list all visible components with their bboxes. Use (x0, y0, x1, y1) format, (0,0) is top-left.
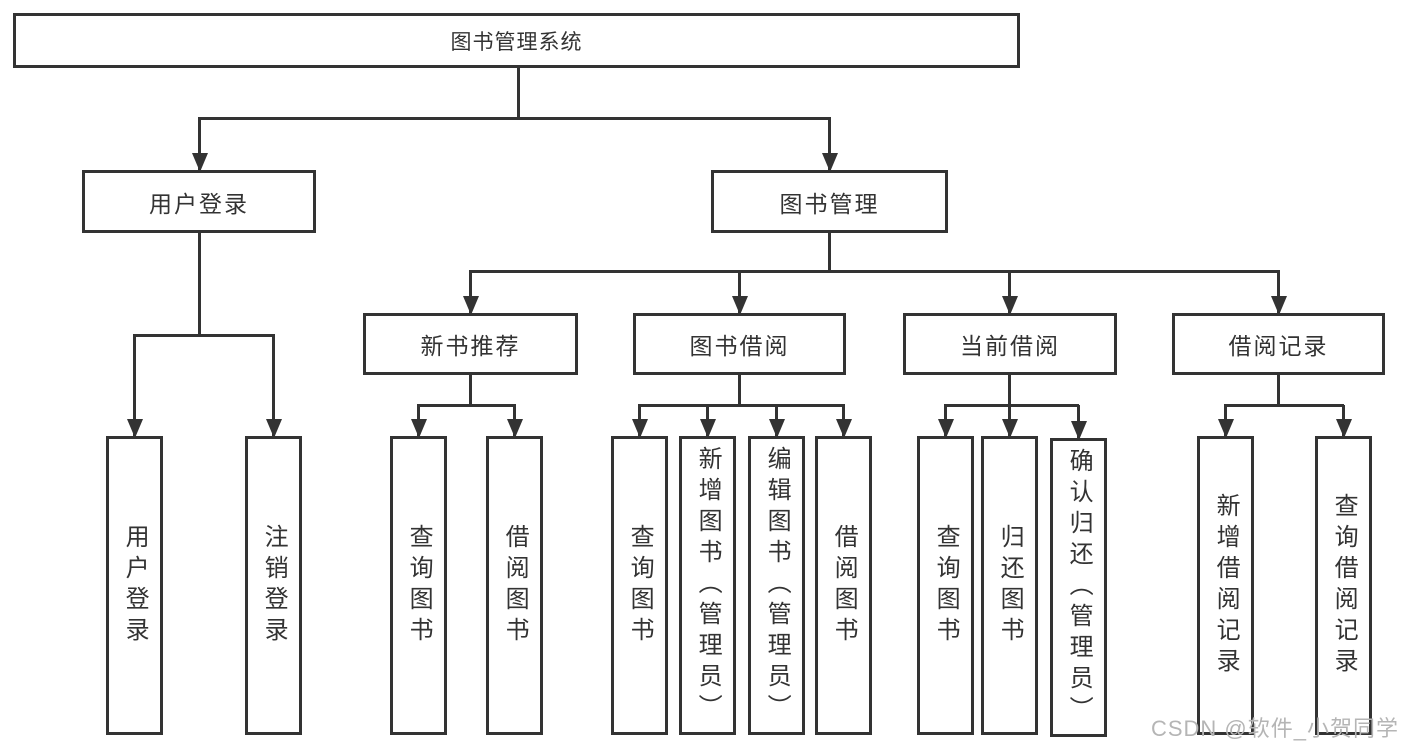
leaf-user-login: 用户登录 (106, 436, 163, 735)
leaf-label: 确认归还（管理员） (1065, 448, 1093, 727)
leaf-label: 新增图书（管理员） (694, 446, 722, 725)
arrow-down-icon (1008, 271, 1011, 313)
node-label: 图书管理系统 (450, 30, 583, 54)
arrow-down-icon (638, 405, 641, 436)
leaf-label: 借阅图书 (501, 523, 529, 648)
leaf-query-books-recommend: 查询图书 (390, 436, 447, 735)
connector-line (738, 375, 741, 405)
node-current-borrowing: 当前借阅 (903, 313, 1117, 375)
connector-line (198, 233, 201, 335)
arrow-down-icon (738, 271, 741, 313)
node-book-borrowing: 图书借阅 (633, 313, 846, 375)
leaf-label: 注销登录 (260, 523, 288, 648)
arrow-down-icon (417, 405, 420, 436)
connector-line (417, 404, 516, 407)
connector-line (469, 270, 1280, 273)
leaf-add-book-admin: 新增图书（管理员） (679, 436, 736, 735)
leaf-label: 查询借阅记录 (1330, 492, 1358, 679)
node-label: 图书管理 (779, 190, 880, 217)
arrow-down-icon (1342, 405, 1345, 436)
leaf-query-books-borrow: 查询图书 (611, 436, 668, 735)
connector-line (1008, 375, 1011, 405)
leaf-label: 编辑图书（管理员） (763, 446, 791, 725)
node-label: 当前借阅 (960, 333, 1060, 359)
arrow-down-icon (1224, 405, 1227, 436)
leaf-logout: 注销登录 (245, 436, 302, 735)
leaf-edit-book-admin: 编辑图书（管理员） (748, 436, 805, 735)
leaf-label: 归还图书 (996, 523, 1024, 648)
node-label: 借阅记录 (1228, 333, 1329, 359)
arrow-down-icon (1077, 405, 1080, 438)
node-borrowing-records: 借阅记录 (1172, 313, 1385, 375)
watermark: CSDN @软件_小贺同学 (1150, 716, 1399, 741)
node-new-book-recommendation: 新书推荐 (363, 313, 578, 375)
node-label: 图书借阅 (689, 333, 790, 359)
leaf-confirm-return-admin: 确认归还（管理员） (1050, 438, 1107, 737)
arrow-down-icon (1277, 271, 1280, 313)
leaf-borrow-book: 借阅图书 (815, 436, 872, 735)
arrow-down-icon (706, 405, 709, 436)
node-label: 新书推荐 (420, 333, 521, 359)
arrow-down-icon (133, 335, 136, 436)
connector-line (469, 375, 472, 405)
node-book-management: 图书管理 (711, 170, 948, 233)
connector-line (517, 68, 520, 118)
arrow-down-icon (198, 118, 201, 170)
leaf-query-books-current: 查询图书 (917, 436, 974, 735)
leaf-label: 查询图书 (626, 523, 654, 648)
node-library-management-system: 图书管理系统 (13, 13, 1020, 68)
leaf-label: 用户登录 (121, 523, 149, 648)
leaf-label: 查询图书 (405, 523, 433, 648)
arrow-down-icon (513, 405, 516, 436)
connector-line (1224, 404, 1344, 407)
node-user-login: 用户登录 (82, 170, 316, 233)
arrow-down-icon (775, 405, 778, 436)
leaf-query-borrow-record: 查询借阅记录 (1315, 436, 1372, 735)
arrow-down-icon (828, 118, 831, 170)
arrow-down-icon (842, 405, 845, 436)
leaf-borrow-books-recommend: 借阅图书 (486, 436, 543, 735)
connector-line (828, 233, 831, 271)
connector-line (944, 404, 1079, 407)
leaf-add-borrow-record: 新增借阅记录 (1197, 436, 1254, 735)
arrow-down-icon (272, 335, 275, 436)
connector-line (1277, 375, 1280, 405)
connector-line (198, 117, 831, 120)
leaf-label: 查询图书 (932, 523, 960, 648)
connector-line (133, 334, 275, 337)
arrow-down-icon (944, 405, 947, 436)
leaf-label: 借阅图书 (830, 523, 858, 648)
arrow-down-icon (1008, 405, 1011, 436)
leaf-return-book: 归还图书 (981, 436, 1038, 735)
arrow-down-icon (469, 271, 472, 313)
leaf-label: 新增借阅记录 (1212, 492, 1240, 679)
node-label: 用户登录 (149, 190, 249, 217)
connector-line (638, 404, 845, 407)
